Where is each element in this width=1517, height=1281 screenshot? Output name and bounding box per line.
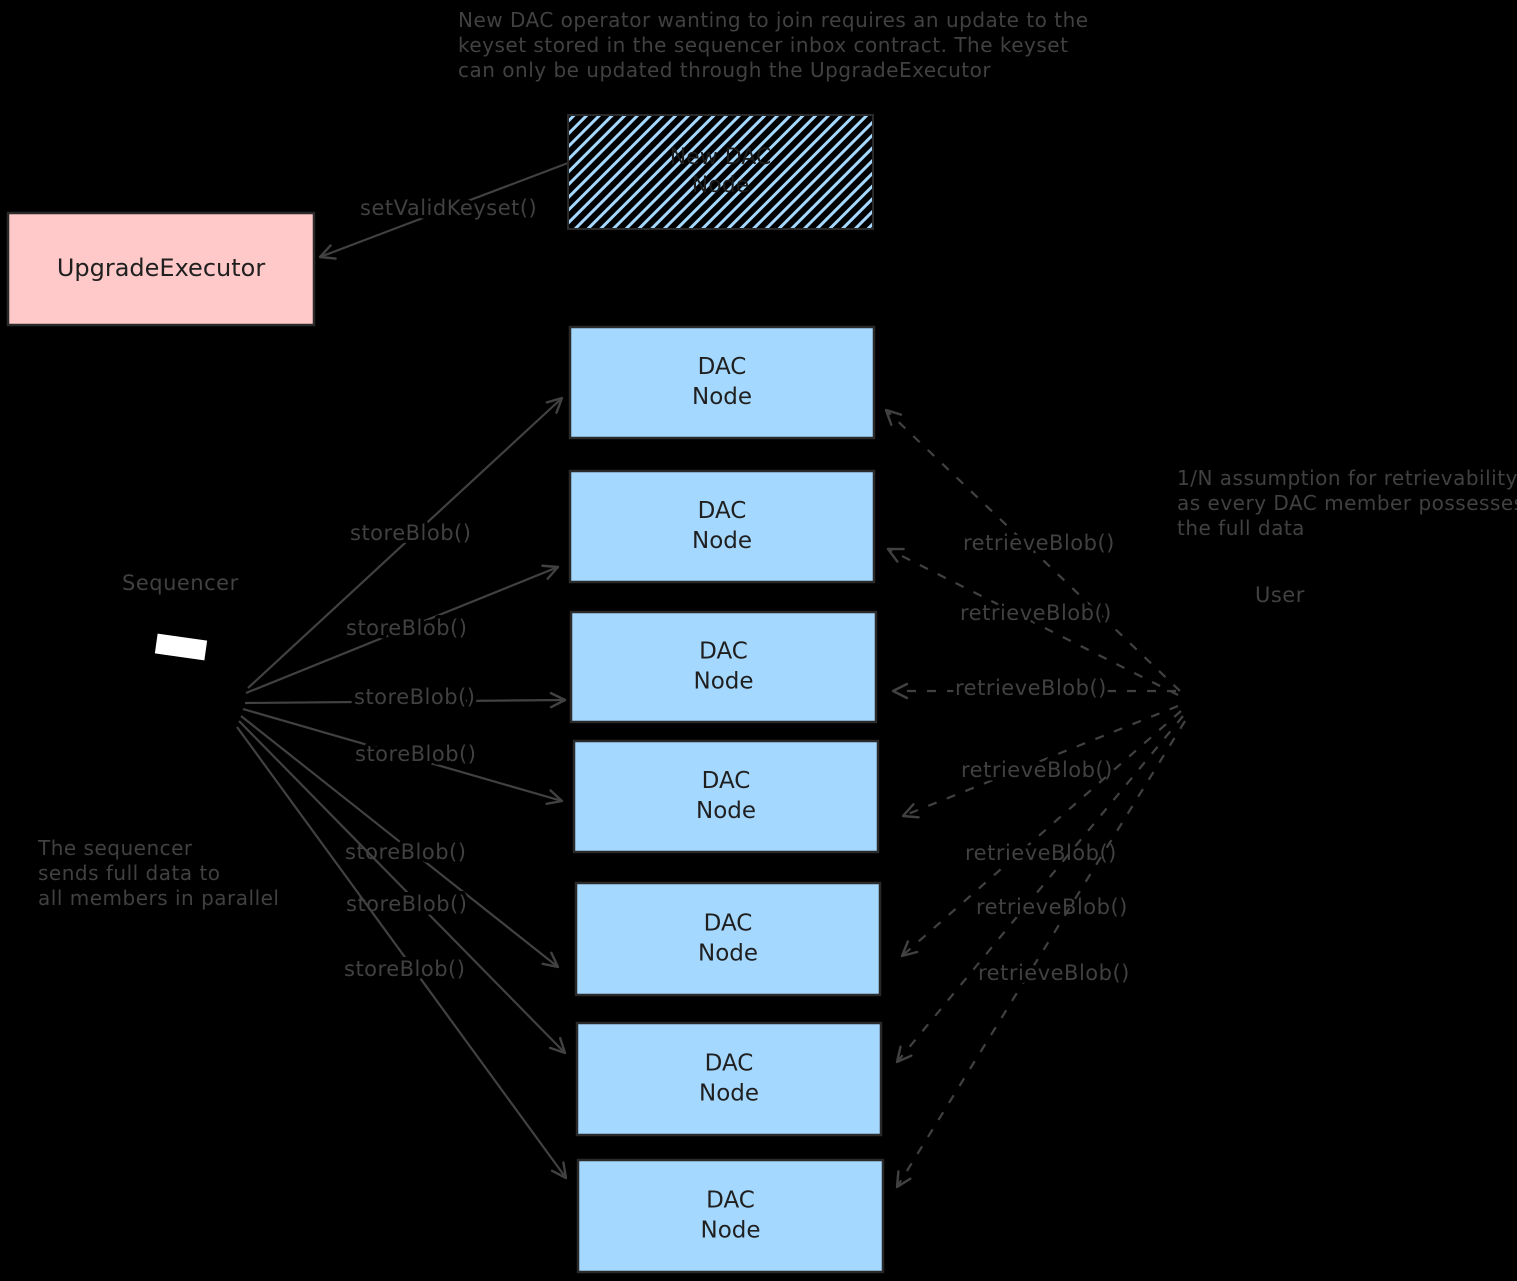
store-blob-label: storeBlob(): [355, 742, 476, 766]
retrieve-blob-label: retrieveBlob(): [978, 961, 1130, 985]
set-valid-keyset-label: setValidKeyset(): [360, 196, 537, 220]
retrieve-blob-label: retrieveBlob(): [960, 601, 1112, 625]
retrieve-blob-label: retrieveBlob(): [963, 531, 1115, 555]
retrieve-blob-label: retrieveBlob(): [976, 895, 1128, 919]
store-blob-arrow: [236, 726, 568, 1180]
dac-node-label: Node: [693, 669, 753, 695]
dac-node-label: DAC: [698, 354, 747, 380]
retrieve-blob-arrow: [900, 710, 1182, 958]
dac-node-label: Node: [698, 941, 758, 967]
dac-node-label: DAC: [698, 498, 747, 524]
dac-node: [576, 1158, 885, 1274]
store-blob-label: storeBlob(): [345, 840, 466, 864]
upgrade-executor-node: [6, 211, 316, 327]
store-blob-arrow: [240, 715, 560, 969]
retrievability-note: 1/N assumption for retrievability,: [1177, 466, 1517, 490]
new-dac-node: [567, 114, 874, 230]
dac-node-label: DAC: [702, 768, 751, 794]
dac-node: [572, 739, 880, 854]
store-blob-arrow: [238, 720, 567, 1055]
keyset-note: keyset stored in the sequencer inbox con…: [458, 33, 1068, 57]
dac-node: [569, 610, 878, 724]
store-blob-label: storeBlob(): [354, 685, 475, 709]
retrieve-blob-label: retrieveBlob(): [965, 841, 1117, 865]
retrieve-blob-label: retrieveBlob(): [955, 676, 1107, 700]
retrievability-note: as every DAC member possesses: [1177, 491, 1517, 515]
parallel-note: all members in parallel: [38, 886, 280, 910]
store-blob-label: storeBlob(): [346, 616, 467, 640]
store-blob-arrow: [245, 564, 560, 695]
retrieve-blob-arrow: [884, 408, 1181, 692]
store-blob-arrow: [244, 691, 567, 709]
dac-node: [568, 325, 876, 440]
dac-node-label: DAC: [699, 639, 748, 665]
retrieve-blob-arrow: [901, 704, 1179, 819]
set-valid-keyset-arrow: [318, 161, 569, 260]
dac-node-label: Node: [699, 1081, 759, 1107]
keyset-note: New DAC operator wanting to join require…: [458, 8, 1089, 32]
sequencer-label: Sequencer: [122, 571, 239, 595]
store-blob-label: storeBlob(): [350, 521, 471, 545]
store-blob-arrow: [247, 396, 564, 689]
parallel-note: sends full data to: [38, 861, 221, 885]
dac-node-label: DAC: [705, 1051, 754, 1077]
dac-node: [575, 1021, 883, 1137]
retrieve-blob-arrow: [886, 547, 1179, 696]
dac-node-label: Node: [692, 384, 752, 410]
store-blob-label: storeBlob(): [344, 957, 465, 981]
dac-node: [568, 469, 876, 584]
dac-node-label: DAC: [706, 1188, 755, 1214]
dac-node-label: Node: [692, 528, 752, 554]
retrieve-blob-label: retrieveBlob(): [961, 758, 1113, 782]
retrieve-blob-arrow: [895, 720, 1186, 1189]
store-blob-arrow: [242, 707, 564, 806]
sequencer-chip: [154, 633, 208, 661]
new-dac-node-label: New DAC: [670, 145, 772, 170]
upgrade-executor-label: UpgradeExecutor: [57, 254, 266, 282]
dac-node-label: Node: [696, 798, 756, 824]
new-dac-node-label: Node: [692, 173, 749, 198]
store-blob-label: storeBlob(): [346, 892, 467, 916]
dac-node: [574, 881, 882, 997]
dac-node-label: DAC: [704, 911, 753, 937]
keyset-note: can only be updated through the UpgradeE…: [458, 58, 991, 82]
user-label: User: [1255, 583, 1305, 607]
retrievability-note: the full data: [1177, 516, 1305, 540]
parallel-note: The sequencer: [37, 836, 193, 860]
retrieve-blob-arrow: [895, 715, 1184, 1064]
dac-node-label: Node: [700, 1218, 760, 1244]
